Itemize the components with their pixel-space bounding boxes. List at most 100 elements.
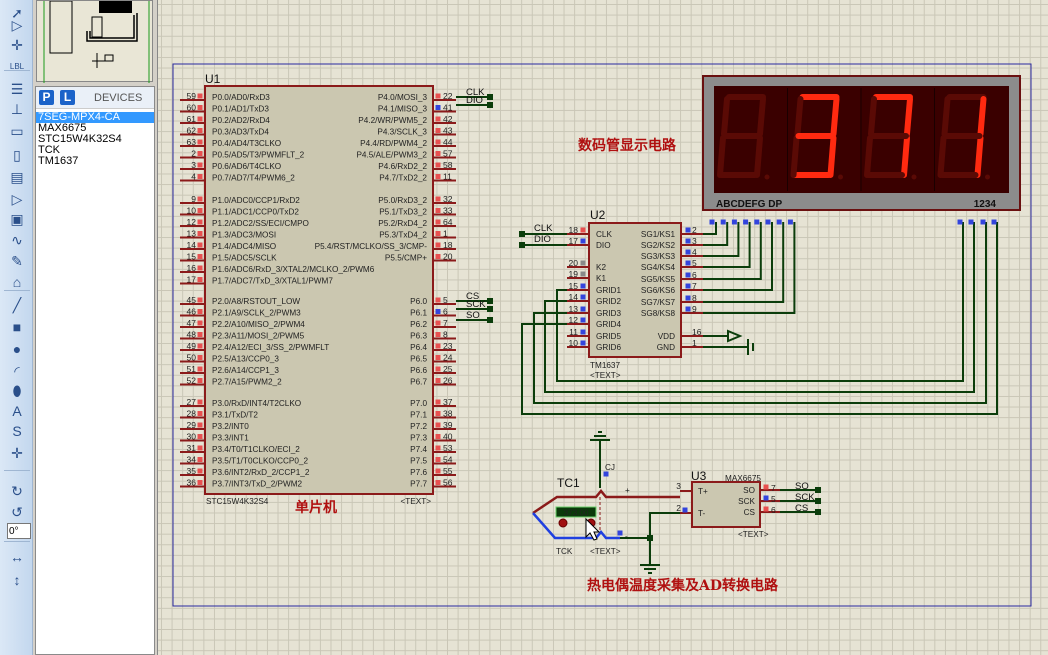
- label-icon[interactable]: LBL: [9, 62, 25, 71]
- rotate-cw-icon[interactable]: ↻: [11, 483, 23, 499]
- u1-pin-label: P2.0/A8/RSTOUT_LOW: [212, 297, 300, 306]
- wire-terminal[interactable]: [487, 94, 493, 100]
- pin-icon[interactable]: ▤: [10, 169, 24, 185]
- flip-horizontal-icon[interactable]: ↔: [10, 549, 24, 565]
- pin-marker: [197, 265, 203, 271]
- pin-marker: [787, 219, 793, 225]
- device-item[interactable]: TCK: [38, 144, 60, 156]
- circle-icon[interactable]: ●: [12, 341, 22, 357]
- select-icon[interactable]: ➚: [11, 5, 23, 21]
- u2-pin-label: SG2/KS2: [641, 241, 676, 250]
- u1-pin-label: P7.2: [410, 422, 427, 431]
- u1-pin-label: P1.3/ADC3/MOSI: [212, 231, 276, 240]
- wire-terminal[interactable]: [487, 298, 493, 304]
- net-label-sck: SCK: [795, 492, 815, 503]
- decrease-temperature-button[interactable]: [558, 518, 568, 528]
- temperature-readout: [555, 506, 597, 518]
- pin-marker: [754, 219, 760, 225]
- u1-pin-number: 10: [187, 206, 197, 216]
- box-icon[interactable]: ■: [12, 319, 22, 335]
- library-manager-button[interactable]: L: [60, 90, 75, 105]
- probe-icon[interactable]: ✎: [11, 253, 23, 269]
- component-icon[interactable]: ▷: [11, 17, 23, 33]
- digit-pin-label: 1234: [974, 199, 997, 210]
- wire-terminal[interactable]: [815, 487, 821, 493]
- wire-terminal[interactable]: [519, 242, 525, 248]
- u1-pin-label: P0.6/AD6/T4CLKO: [212, 162, 281, 171]
- tape-icon[interactable]: ▣: [10, 211, 24, 227]
- pick-devices-button[interactable]: P: [39, 90, 54, 105]
- pin-marker: [435, 309, 441, 314]
- pin-marker: [197, 139, 203, 145]
- u2-pin-label: K1: [596, 274, 606, 283]
- pin-marker: [580, 227, 586, 233]
- u1-pin-number: 47: [187, 318, 197, 328]
- u1-pin-label: P7.7: [410, 480, 427, 489]
- pin-marker: [580, 260, 586, 266]
- u1-pin-label: P3.7/INT3/TxD_2/PWM2: [212, 480, 303, 489]
- rotation-angle-input[interactable]: [7, 523, 31, 539]
- u1-pin-label: P1.7/ADC7/TxD_3/XTAL1/PWM7: [212, 277, 333, 286]
- pin-marker: [709, 219, 715, 225]
- bus-icon[interactable]: ⊥: [10, 101, 24, 117]
- graph-icon[interactable]: ▷: [11, 191, 23, 207]
- pin-marker: [435, 208, 441, 213]
- pin-marker: [685, 249, 691, 255]
- flip-vertical-icon[interactable]: ↕: [13, 572, 21, 588]
- pin-marker: [197, 332, 203, 337]
- device-item[interactable]: MAX6675: [38, 122, 87, 134]
- u3-pin-label: T+: [698, 487, 708, 496]
- rotate-ccw-icon[interactable]: ↺: [11, 504, 23, 520]
- wire-terminal[interactable]: [487, 102, 493, 108]
- u1-pin-label: P2.5/A13/CCP0_3: [212, 355, 279, 364]
- u2-pin-number: 19: [569, 269, 579, 279]
- u2-pin-number: 6: [692, 270, 697, 280]
- u2-pin-number: 12: [569, 315, 579, 325]
- pin-marker: [980, 219, 986, 225]
- path-icon[interactable]: ⬮: [12, 383, 22, 399]
- device-item[interactable]: TM1637: [38, 155, 79, 167]
- terminal-icon[interactable]: ▯: [13, 147, 21, 163]
- text-icon[interactable]: A: [12, 403, 22, 419]
- wire-terminal[interactable]: [647, 535, 653, 541]
- u1-caption: 单片机: [295, 499, 337, 516]
- marker-icon[interactable]: ✛: [11, 445, 23, 461]
- pin-marker: [197, 355, 203, 360]
- wire-terminal[interactable]: [815, 498, 821, 504]
- text-script-icon[interactable]: ☰: [10, 81, 24, 97]
- junction-icon[interactable]: ✛: [11, 37, 23, 53]
- symbol-icon[interactable]: S: [12, 423, 22, 439]
- pin-marker: [197, 399, 203, 405]
- instrument-icon[interactable]: ⌂: [12, 274, 22, 290]
- pin-marker: [603, 471, 609, 477]
- u1-pin-number: 18: [443, 240, 453, 250]
- u1-pin-number: 3: [191, 160, 196, 170]
- pin-marker: [991, 219, 997, 225]
- segment-b: [757, 96, 766, 137]
- device-item[interactable]: 7SEG-MPX4-CA: [36, 112, 154, 123]
- wire-terminal[interactable]: [815, 509, 821, 515]
- wire-terminal[interactable]: [487, 317, 493, 323]
- pin-marker: [957, 219, 963, 225]
- pin-marker: [682, 507, 688, 513]
- u1-pin-number: 52: [187, 376, 197, 386]
- pin-marker: [197, 151, 203, 156]
- overview-window[interactable]: [36, 0, 153, 83]
- arc-icon[interactable]: ◜: [14, 363, 20, 379]
- wire-terminal[interactable]: [519, 231, 525, 237]
- subcircuit-icon[interactable]: ▭: [10, 123, 24, 139]
- pin-marker: [435, 434, 441, 439]
- line-icon[interactable]: ╱: [12, 297, 22, 313]
- device-item[interactable]: STC15W4K32S4: [38, 133, 122, 145]
- wire-terminal[interactable]: [487, 306, 493, 312]
- pin-marker: [197, 434, 203, 439]
- u1-pin-label: P2.3/A11/MOSI_2/PWM5: [212, 332, 305, 341]
- u1-pin-number: 44: [443, 137, 453, 147]
- generator-icon[interactable]: ∿: [11, 232, 23, 248]
- net-label-so: SO: [795, 481, 809, 492]
- pin-marker: [765, 219, 771, 225]
- wire: [649, 512, 680, 565]
- u1-pin-label: P1.0/ADC0/CCP1/RxD2: [212, 196, 300, 205]
- thermocouple-positive-lead: [532, 489, 680, 515]
